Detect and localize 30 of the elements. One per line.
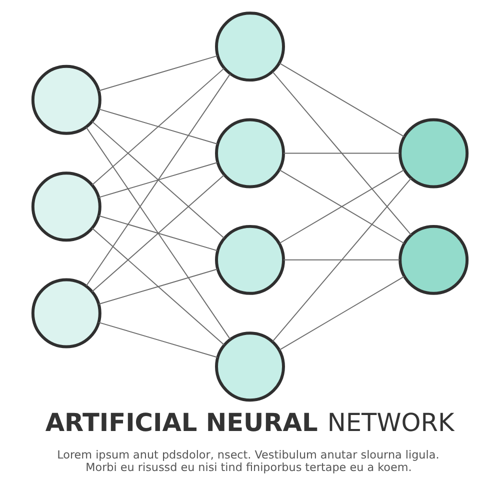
node-circle (31, 64, 102, 135)
caption: Lorem ipsum anut pdsdolor, nsect. Vestibulum anutar slourna ligula. Morbi eu risussd eu nisi tind finiporbus tertape eu a koem. (57, 448, 440, 474)
node-circle (215, 12, 285, 82)
connector (279, 276, 405, 350)
diagram-title: ARTIFICIAL NEURAL NETWORK (45, 408, 454, 438)
connector (86, 73, 231, 286)
node-circle (31, 278, 102, 348)
connector (98, 215, 218, 252)
connector (283, 259, 400, 260)
node-circle (398, 118, 469, 188)
connector (92, 228, 225, 346)
node-circle (398, 224, 469, 295)
connector (92, 174, 225, 292)
connector (98, 322, 218, 358)
connector (283, 152, 400, 154)
connector (98, 108, 218, 144)
node-circle (215, 118, 285, 188)
connector (272, 178, 412, 342)
connector (98, 162, 218, 198)
connector (98, 55, 218, 92)
connector (92, 121, 225, 239)
connector (86, 126, 231, 340)
node-circle (31, 172, 102, 242)
connector (92, 68, 225, 186)
node-circle (215, 224, 285, 295)
node-circle (215, 332, 285, 402)
connector (98, 268, 218, 305)
connector (279, 62, 405, 138)
connector (272, 71, 412, 236)
connector (279, 169, 405, 244)
